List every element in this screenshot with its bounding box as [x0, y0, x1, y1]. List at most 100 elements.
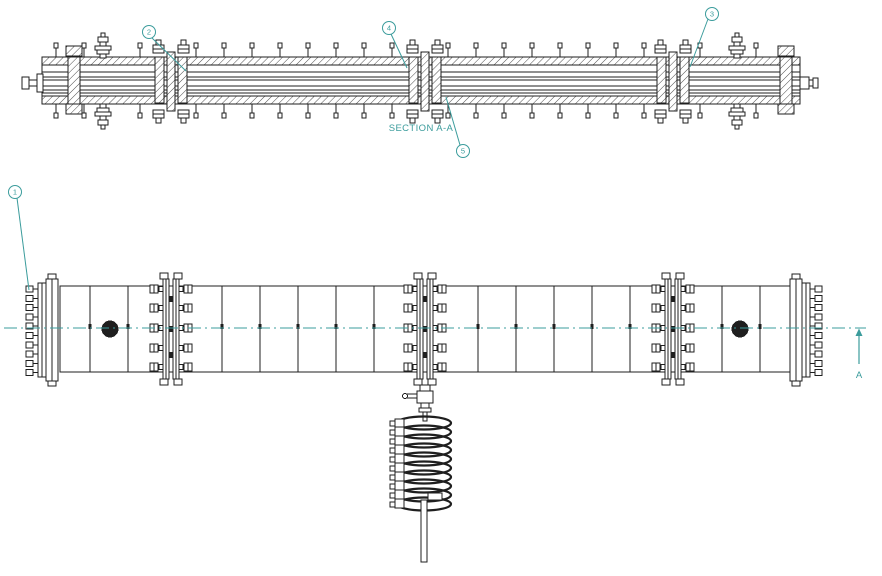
- fitting-stem: [99, 41, 107, 47]
- stud-tip: [473, 112, 479, 119]
- clamp-bolt: [389, 492, 396, 499]
- stud-tip: [53, 42, 59, 49]
- stud-tip: [557, 112, 563, 119]
- outlet-pipe: [420, 499, 428, 563]
- stack-bolt: [814, 304, 823, 312]
- stack-bolt: [25, 369, 34, 377]
- rivet-mark: [514, 324, 518, 329]
- stub-cap: [21, 76, 30, 90]
- bolt-washer: [680, 286, 686, 292]
- clamp-bolt: [389, 474, 396, 481]
- section-arrow-head: [855, 328, 863, 336]
- elevation-view-assembly: [25, 272, 823, 422]
- stud-tip: [682, 117, 689, 124]
- flange-tab: [427, 378, 437, 386]
- rivet-mark: [334, 324, 338, 329]
- nozzle-hole: [731, 320, 749, 338]
- fitting-flange: [728, 111, 746, 117]
- rivet-mark: [758, 324, 762, 329]
- stud-tip: [389, 112, 395, 119]
- bolt-washer: [660, 325, 666, 331]
- rivet-mark: [720, 324, 724, 329]
- section-arrow-label: A: [856, 370, 863, 381]
- gap-bolt: [671, 352, 675, 358]
- stack-bolt: [814, 359, 823, 367]
- rivet-mark: [590, 324, 594, 329]
- fitting-base: [733, 103, 741, 109]
- joint-spacer: [166, 51, 176, 112]
- balloon-circle: [8, 185, 22, 199]
- stud-tip: [81, 42, 87, 49]
- stud-tip: [221, 112, 227, 119]
- fitting-collar: [730, 49, 744, 55]
- stud-tip: [445, 112, 451, 119]
- stack-bolt: [814, 350, 823, 358]
- fitting-collar: [96, 107, 110, 113]
- stud-tip: [557, 42, 563, 49]
- stud-tip: [585, 42, 591, 49]
- cooling-coil: [389, 415, 453, 563]
- balloon-leader: [16, 197, 30, 291]
- stud-tip: [81, 112, 87, 119]
- bolt-washer: [680, 364, 686, 370]
- rivet-mark: [220, 324, 224, 329]
- flange-tab: [427, 272, 437, 280]
- balloon-leader: [151, 37, 187, 72]
- balloon-number: 2: [147, 28, 151, 37]
- fitting-flange: [94, 111, 112, 117]
- valve-reducer: [420, 402, 430, 409]
- stud-tip: [753, 42, 759, 49]
- gap-bolt: [671, 296, 675, 302]
- clamp-bolt: [389, 429, 396, 436]
- flange-tab: [661, 378, 671, 386]
- stud-tip: [529, 112, 535, 119]
- rivet-mark: [372, 324, 376, 329]
- stud-tip: [434, 39, 441, 46]
- balloon-circle: [142, 25, 156, 39]
- gap-bolt: [423, 352, 427, 358]
- fitting-cap: [100, 124, 106, 130]
- fitting-base: [99, 103, 107, 109]
- stud-tip: [409, 39, 416, 46]
- bolt-washer: [412, 305, 418, 311]
- fitting-stem: [733, 115, 741, 121]
- stack-bolt: [814, 341, 823, 349]
- flange-tab: [675, 378, 685, 386]
- joint-spacer: [668, 51, 678, 112]
- flange-tab: [47, 380, 57, 387]
- balloon-number: 4: [387, 24, 391, 33]
- gap-bolt: [423, 296, 427, 302]
- stack-bolt: [25, 359, 34, 367]
- stud-tip: [333, 112, 339, 119]
- clamp-bolt: [389, 483, 396, 490]
- stud-tip: [249, 42, 255, 49]
- stack-bolt: [814, 369, 823, 377]
- flange-tab: [791, 380, 801, 387]
- fitting-cap: [734, 32, 740, 38]
- valve-handle: [406, 393, 418, 399]
- gap-bolt: [671, 326, 675, 332]
- bolt-washer: [158, 286, 164, 292]
- stack-bolt: [814, 294, 823, 302]
- stud-tip: [389, 42, 395, 49]
- valve-nut: [419, 384, 431, 392]
- stud-tip: [501, 42, 507, 49]
- bolt-washer: [412, 286, 418, 292]
- end-plate: [779, 56, 793, 105]
- stud-tip: [305, 112, 311, 119]
- joint-flange: [431, 56, 442, 104]
- stud-tip: [434, 117, 441, 124]
- bolt-washer: [178, 364, 184, 370]
- stud-tip: [221, 42, 227, 49]
- flange-tab: [173, 272, 183, 280]
- rivet-mark: [258, 324, 262, 329]
- joint-flange: [154, 56, 165, 104]
- end-nut: [65, 45, 83, 57]
- end-plate: [67, 56, 81, 105]
- stud-tip: [682, 39, 689, 46]
- gap-bolt: [423, 326, 427, 332]
- bolt-washer: [660, 364, 666, 370]
- stud-tip: [585, 112, 591, 119]
